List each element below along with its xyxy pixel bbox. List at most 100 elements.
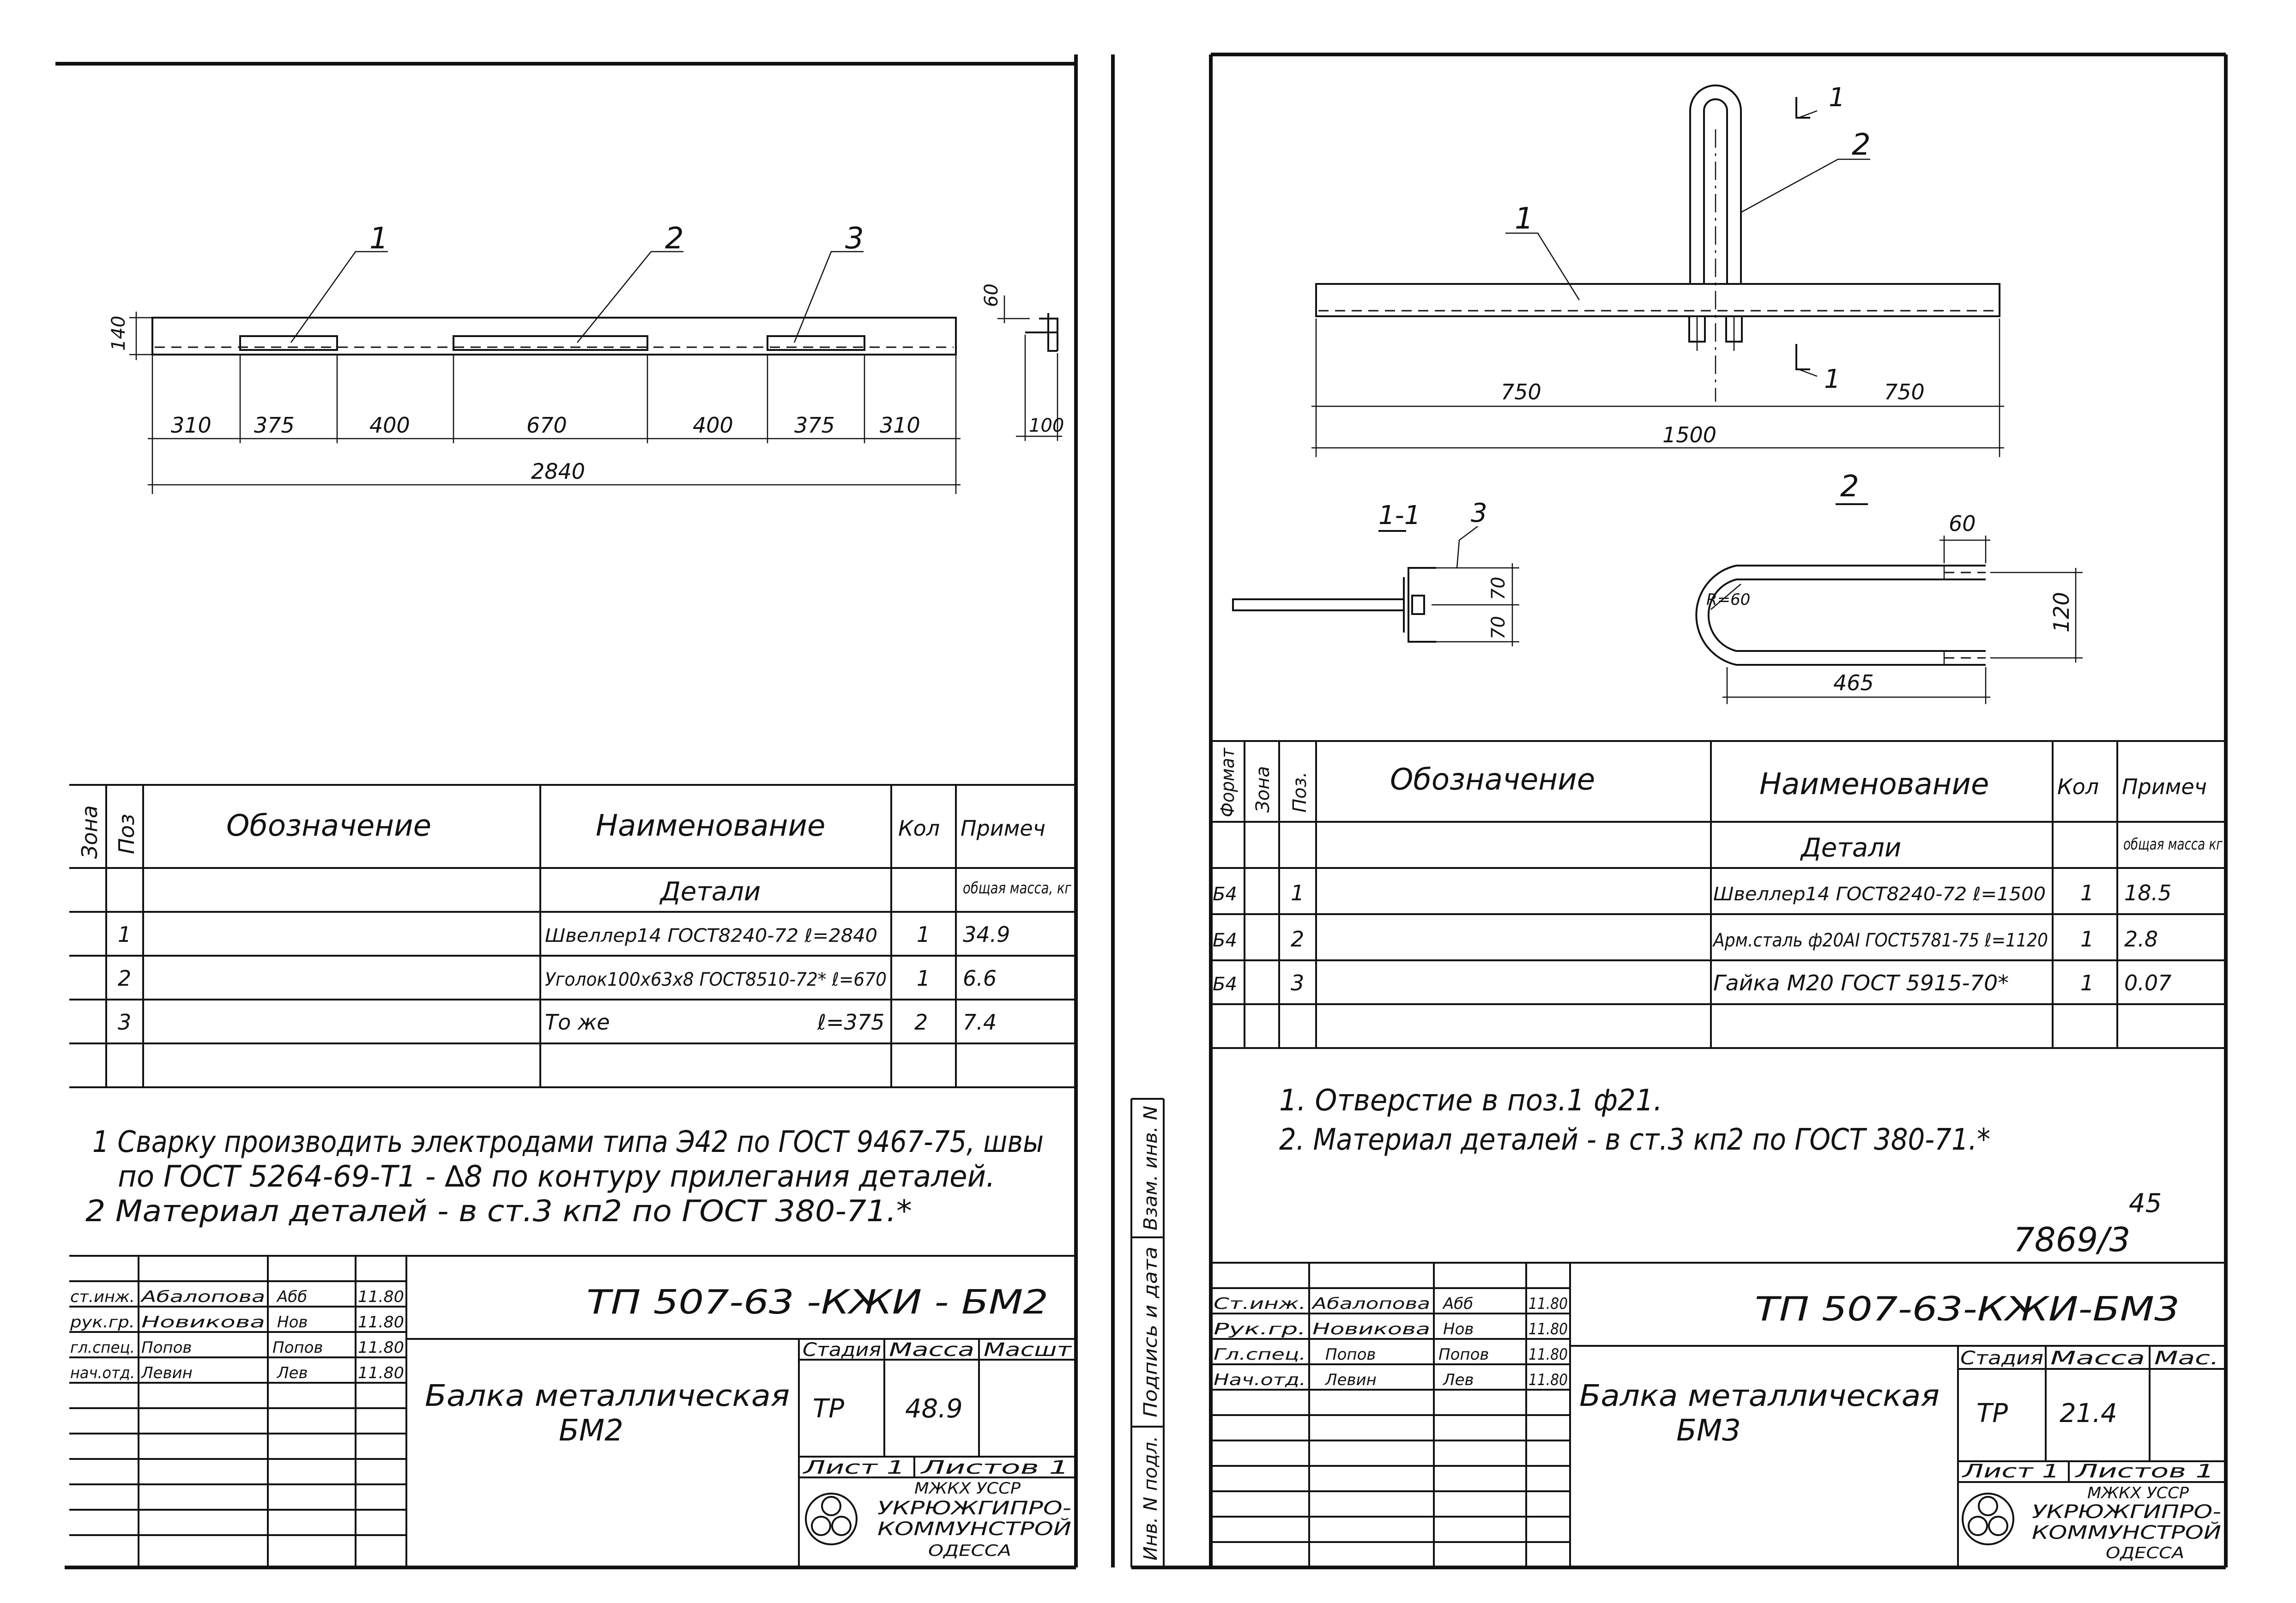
left-sig-2: Нов [277,1313,308,1332]
right-role-2: Рук.гр. [1214,1320,1306,1338]
right-dim-750-a: 750 [1501,380,1541,404]
left-date-3: 11.80 [358,1338,404,1357]
right-detail-dim-120: 120 [2049,592,2074,633]
right-header-qty: Кол [2057,774,2099,799]
margin-inv-label: Инв. N подл. [1140,1436,1161,1561]
dim-400-a: 400 [369,413,410,438]
right-row-1-format: Б4 [1213,884,1237,905]
left-row-3-qty: 2 [914,1010,928,1035]
left-header-name: Наименование [596,809,825,843]
dim-375-b: 375 [794,413,835,438]
right-stage-value: ТР [1976,1398,2008,1428]
left-stage-header: Стадия [803,1339,881,1361]
right-header-zone: Зона [1252,766,1274,813]
right-note-2: 2. Материал деталей - в ст.3 кп2 по ГОСТ… [1279,1123,1990,1157]
right-stage-header: Стадия [1960,1348,2043,1369]
left-stage-value: ТР [813,1394,844,1424]
left-header-qty: Кол [898,816,940,841]
left-sig-1: Абб [276,1288,307,1306]
left-title-block: ТП 507-63 -КЖИ - БМ2 Балка металлическая… [69,1255,1076,1567]
right-row-3-pos: 3 [1291,970,1304,995]
left-sig-4: Лев [276,1364,308,1382]
left-row-2-qty: 1 [917,966,930,991]
right-sig-1: Абб [1442,1295,1473,1313]
right-row-3-qty: 1 [2080,970,2094,995]
left-row-2-mass: 6.6 [963,966,997,991]
right-row-2-qty: 1 [2080,927,2094,952]
left-org-line-3: КОММУНСТРОЙ [877,1518,1071,1540]
margin-replace-label: Взам. инв. N [1140,1106,1161,1230]
right-section-mark-top: 1 [1829,83,1845,113]
right-org-logo [1962,1493,2014,1545]
left-note-2: 2 Материал деталей - в ст.3 кп2 по ГОСТ … [85,1194,912,1229]
right-stamp-title-1: Балка металлическая [1579,1379,1940,1413]
dim-310-a: 310 [171,413,211,438]
right-org-line-4: ОДЕССА [2106,1544,2184,1562]
left-scale-header: Масшт [984,1339,1072,1361]
right-scale-header: Мас. [2154,1348,2219,1369]
right-row-3-mass: 0.07 [2124,970,2171,995]
right-role-4: Нач.отд. [1214,1371,1306,1389]
right-date-1: 11.80 [1529,1295,1568,1313]
left-name-1: Абалопова [140,1288,265,1306]
beam-label-2: 2 [665,222,684,256]
right-detail-dim-60: 60 [1949,511,1976,536]
right-row-1-mass: 18.5 [2124,880,2171,905]
right-header-name: Наименование [1759,767,1989,802]
left-row-2-pos: 2 [118,966,131,991]
right-row-2-mass: 2.8 [2124,927,2158,952]
left-sheets-label: Листов 1 [920,1457,1069,1478]
right-header-format: Формат [1217,747,1239,817]
right-row-1-name: Швеллер14 ГОСТ8240-72 ℓ=1500 [1713,884,2046,905]
right-section-label-3: 3 [1471,498,1487,528]
right-name-4: Левин [1324,1371,1377,1389]
right-section-dim-70-b: 70 [1488,616,1509,639]
left-row-1-mass: 34.9 [963,922,1010,947]
right-row-1-pos: 1 [1291,880,1304,905]
right-name-2: Новикова [1312,1320,1430,1338]
right-row-3-format: Б4 [1213,974,1237,995]
left-beam-drawing: 1 2 3 140 310 375 400 670 400 375 310 28… [108,222,1064,494]
margin-signature-label: Подпись и дата [1140,1247,1161,1417]
right-name-3: Попов [1325,1345,1376,1364]
right-row-3-name: Гайка М20 ГОСТ 5915-70* [1713,970,2009,995]
right-org-line-3: КОММУНСТРОЙ [2032,1521,2221,1543]
right-name-1: Абалопова [1311,1295,1430,1313]
right-header-designation: Обозначение [1390,763,1595,797]
dim-375-a: 375 [254,413,295,438]
right-row-2-name: Арм.сталь ф20АI ГОСТ5781-75 ℓ=1120 [1712,930,2048,951]
part-2-angle [453,335,648,351]
right-section-title: 1-1 [1378,500,1420,530]
left-row-3-mass: 7.4 [963,1010,997,1035]
dim-670: 670 [526,413,567,438]
left-header-zone: Зона [77,805,102,859]
right-mass-value: 21.4 [2060,1398,2117,1428]
left-row-1-name: Швеллер14 ГОСТ8240-72 ℓ=2840 [545,925,877,946]
right-sig-3: Попов [1438,1345,1489,1364]
right-mass-note: общая масса кг [2123,835,2223,854]
right-page-number: 45 [2129,1188,2162,1218]
left-header-note: Примеч [961,816,1045,841]
left-role-4: нач.отд. [70,1364,135,1382]
right-detail-radius: R=60 [1706,591,1750,609]
beam-label-3: 3 [845,222,864,256]
left-role-1: ст.инж. [70,1288,135,1306]
dim-310-b: 310 [880,413,920,438]
right-notes: 1. Отверстие в поз.1 ф21. 2. Материал де… [1279,1084,2162,1259]
right-beam-drawing: 1 1 1 2 750 750 1500 [1311,83,2004,457]
right-note-1: 1. Отверстие в поз.1 ф21. [1279,1084,1662,1118]
right-row-1-qty: 1 [2080,880,2094,905]
right-sheet-label: Лист 1 [1961,1461,2060,1482]
left-name-4: Левин [140,1364,193,1382]
left-spec-table: Зона Поз Обозначение Наименование Кол Пр… [69,784,1076,1088]
left-name-3: Попов [141,1338,192,1357]
right-date-4: 11.80 [1529,1371,1568,1389]
left-stamp-title-2: БМ2 [559,1414,623,1448]
right-role-3: Гл.спец. [1214,1345,1306,1364]
right-stamp-title-2: БМ3 [1676,1414,1741,1448]
left-name-2: Новикова [141,1313,265,1332]
left-date-1: 11.80 [358,1288,404,1306]
left-role-2: рук.гр. [70,1313,135,1332]
right-header-note: Примеч [2122,774,2207,799]
left-mass-value: 48.9 [905,1394,963,1424]
